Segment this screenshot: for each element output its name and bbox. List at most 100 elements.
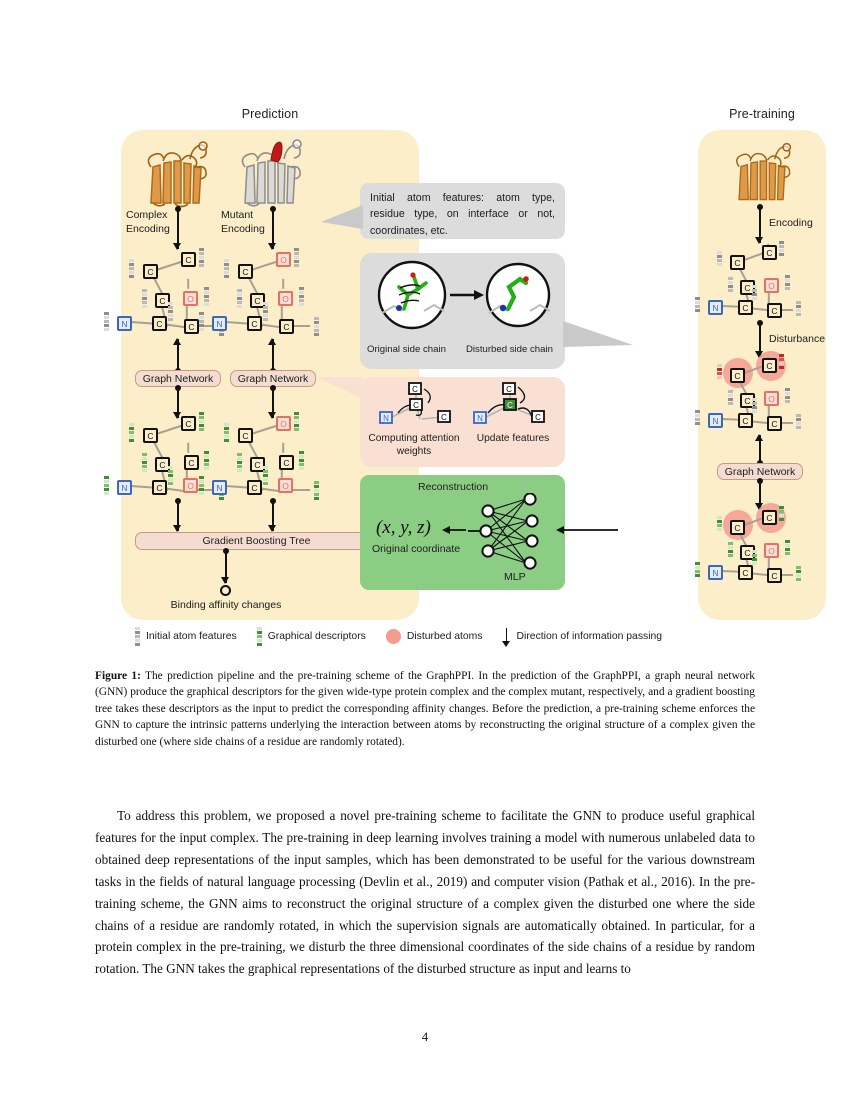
atom-node-oxygen: O [183, 291, 198, 306]
computing-attention-weights-label: Computing attention weights [368, 433, 460, 457]
atom-node-oxygen: O [764, 278, 779, 293]
atom-node-carbon: C [238, 264, 253, 279]
graph-network-label: Graph Network [724, 465, 796, 478]
disturbed-feature-bar [779, 354, 784, 369]
initial-feature-bar [695, 410, 700, 425]
side-chain-diagram [377, 260, 551, 330]
body-paragraph: To address this problem, we proposed a n… [95, 808, 755, 977]
graph-network-out-arrow-right [755, 478, 763, 510]
mutant-label: Mutant [221, 209, 254, 221]
attention-callout: C C N C C [360, 377, 565, 467]
initial-feature-bar [299, 287, 304, 306]
legend-item-direction-of-information-passing: Direction of information passing [502, 627, 662, 647]
atom-node-carbon: C [181, 416, 196, 431]
side-chain-callout: Original side chain Disturbed side chain [360, 253, 565, 369]
encoding-arrow-left [173, 206, 181, 250]
descriptor-bar [129, 423, 134, 442]
atom-node-nitrogen: N [212, 316, 227, 331]
coordinate-arrow [442, 526, 466, 534]
atom-node-carbon: C [238, 428, 253, 443]
initial-feature-bar [717, 251, 722, 266]
binding-affinity-changes-label: Binding affinity changes [170, 599, 282, 611]
atom-node-carbon: C [247, 316, 262, 331]
initial-feature-bar [796, 301, 801, 316]
complex-label: Complex [126, 209, 168, 221]
pink-circle-icon [385, 628, 401, 644]
atom-node-carbon-disturbed: C [762, 358, 777, 373]
atom-node-carbon: C [738, 565, 753, 580]
atom-node-nitrogen: N [708, 413, 723, 428]
encoding-arrow-mid [268, 206, 276, 250]
figure-legend: Initial atom features Graphical descript… [135, 625, 735, 647]
mlp-network-diagram [468, 493, 539, 570]
descriptor-bar [104, 476, 109, 495]
descriptor-bar [199, 476, 204, 495]
atom-node-carbon: C [279, 319, 294, 334]
descriptor-bar [299, 451, 304, 470]
descriptor-bar [168, 466, 173, 485]
pretraining-protein-structure [736, 142, 792, 201]
atom-node-nitrogen: N [708, 565, 723, 580]
initial-feature-bar [779, 241, 784, 256]
attention-callout-tail [317, 377, 363, 399]
svg-text:C: C [412, 385, 418, 394]
atom-node-carbon: C [738, 300, 753, 315]
disturbed-feature-bar [717, 364, 722, 379]
complex-protein-structure [147, 141, 208, 208]
atom-node-carbon: C [247, 480, 262, 495]
atom-node-carbon: C [740, 545, 755, 560]
original-side-chain-label: Original side chain [367, 344, 446, 355]
graph-network-label: Graph Network [142, 372, 214, 385]
descriptor-arrow-mid [268, 498, 276, 532]
descriptor-bar [199, 412, 204, 431]
initial-feature-bar [796, 414, 801, 429]
descriptor-bar [237, 453, 242, 472]
legend-item-disturbed-atoms: Disturbed atoms [385, 628, 483, 644]
gradient-boosting-tree-button[interactable]: Gradient Boosting Tree [135, 532, 378, 550]
gradient-boosting-tree-label: Gradient Boosting Tree [202, 535, 311, 547]
atom-node-oxygen: O [278, 291, 293, 306]
atom-node-oxygen: O [276, 252, 291, 267]
atom-node-carbon: C [279, 455, 294, 470]
atom-node-oxygen: O [764, 543, 779, 558]
atom-node-nitrogen: N [212, 480, 227, 495]
descriptor-bar [142, 453, 147, 472]
atom-node-nitrogen: N [708, 300, 723, 315]
encoding-label-mid: Encoding [221, 223, 265, 235]
initial-feature-bar [294, 248, 299, 267]
descriptor-bar [785, 540, 790, 555]
initial-feature-bar [728, 390, 733, 405]
atom-node-carbon: C [767, 416, 782, 431]
initial-feature-bar [785, 275, 790, 290]
atom-node-carbon: C [767, 303, 782, 318]
descriptor-bar [695, 562, 700, 577]
initial-feature-bar [204, 287, 209, 306]
update-features-label: Update features [476, 433, 550, 444]
svg-text:C: C [506, 385, 512, 394]
legend-label: Initial atom features [146, 630, 237, 642]
atom-features-callout-tail [321, 205, 363, 229]
descriptor-bar [752, 550, 757, 565]
initial-feature-bar [695, 297, 700, 312]
page-number: 4 [421, 1030, 429, 1044]
atom-node-carbon: C [143, 428, 158, 443]
graph-network-out-arrow-left [173, 385, 181, 419]
atom-node-carbon: C [181, 252, 196, 267]
svg-text:C: C [507, 401, 513, 410]
initial-feature-bar [237, 289, 242, 308]
initial-feature-bar [263, 302, 268, 321]
gbt-output-arrow [221, 548, 229, 584]
graph-network-out-arrow-mid [268, 385, 276, 419]
initial-feature-bar [168, 302, 173, 321]
descriptor-arrow-left [173, 498, 181, 532]
side-chain-callout-tail [563, 321, 633, 347]
green-bar-icon [256, 626, 262, 646]
graph-network-label: Graph Network [237, 372, 309, 385]
grey-bar-icon [135, 626, 140, 646]
update-features-diagram: C C N C [473, 382, 545, 424]
legend-label: Disturbed atoms [406, 630, 483, 642]
descriptor-bar [294, 412, 299, 431]
atom-node-oxygen: O [183, 478, 198, 493]
initial-feature-bar [129, 259, 134, 278]
